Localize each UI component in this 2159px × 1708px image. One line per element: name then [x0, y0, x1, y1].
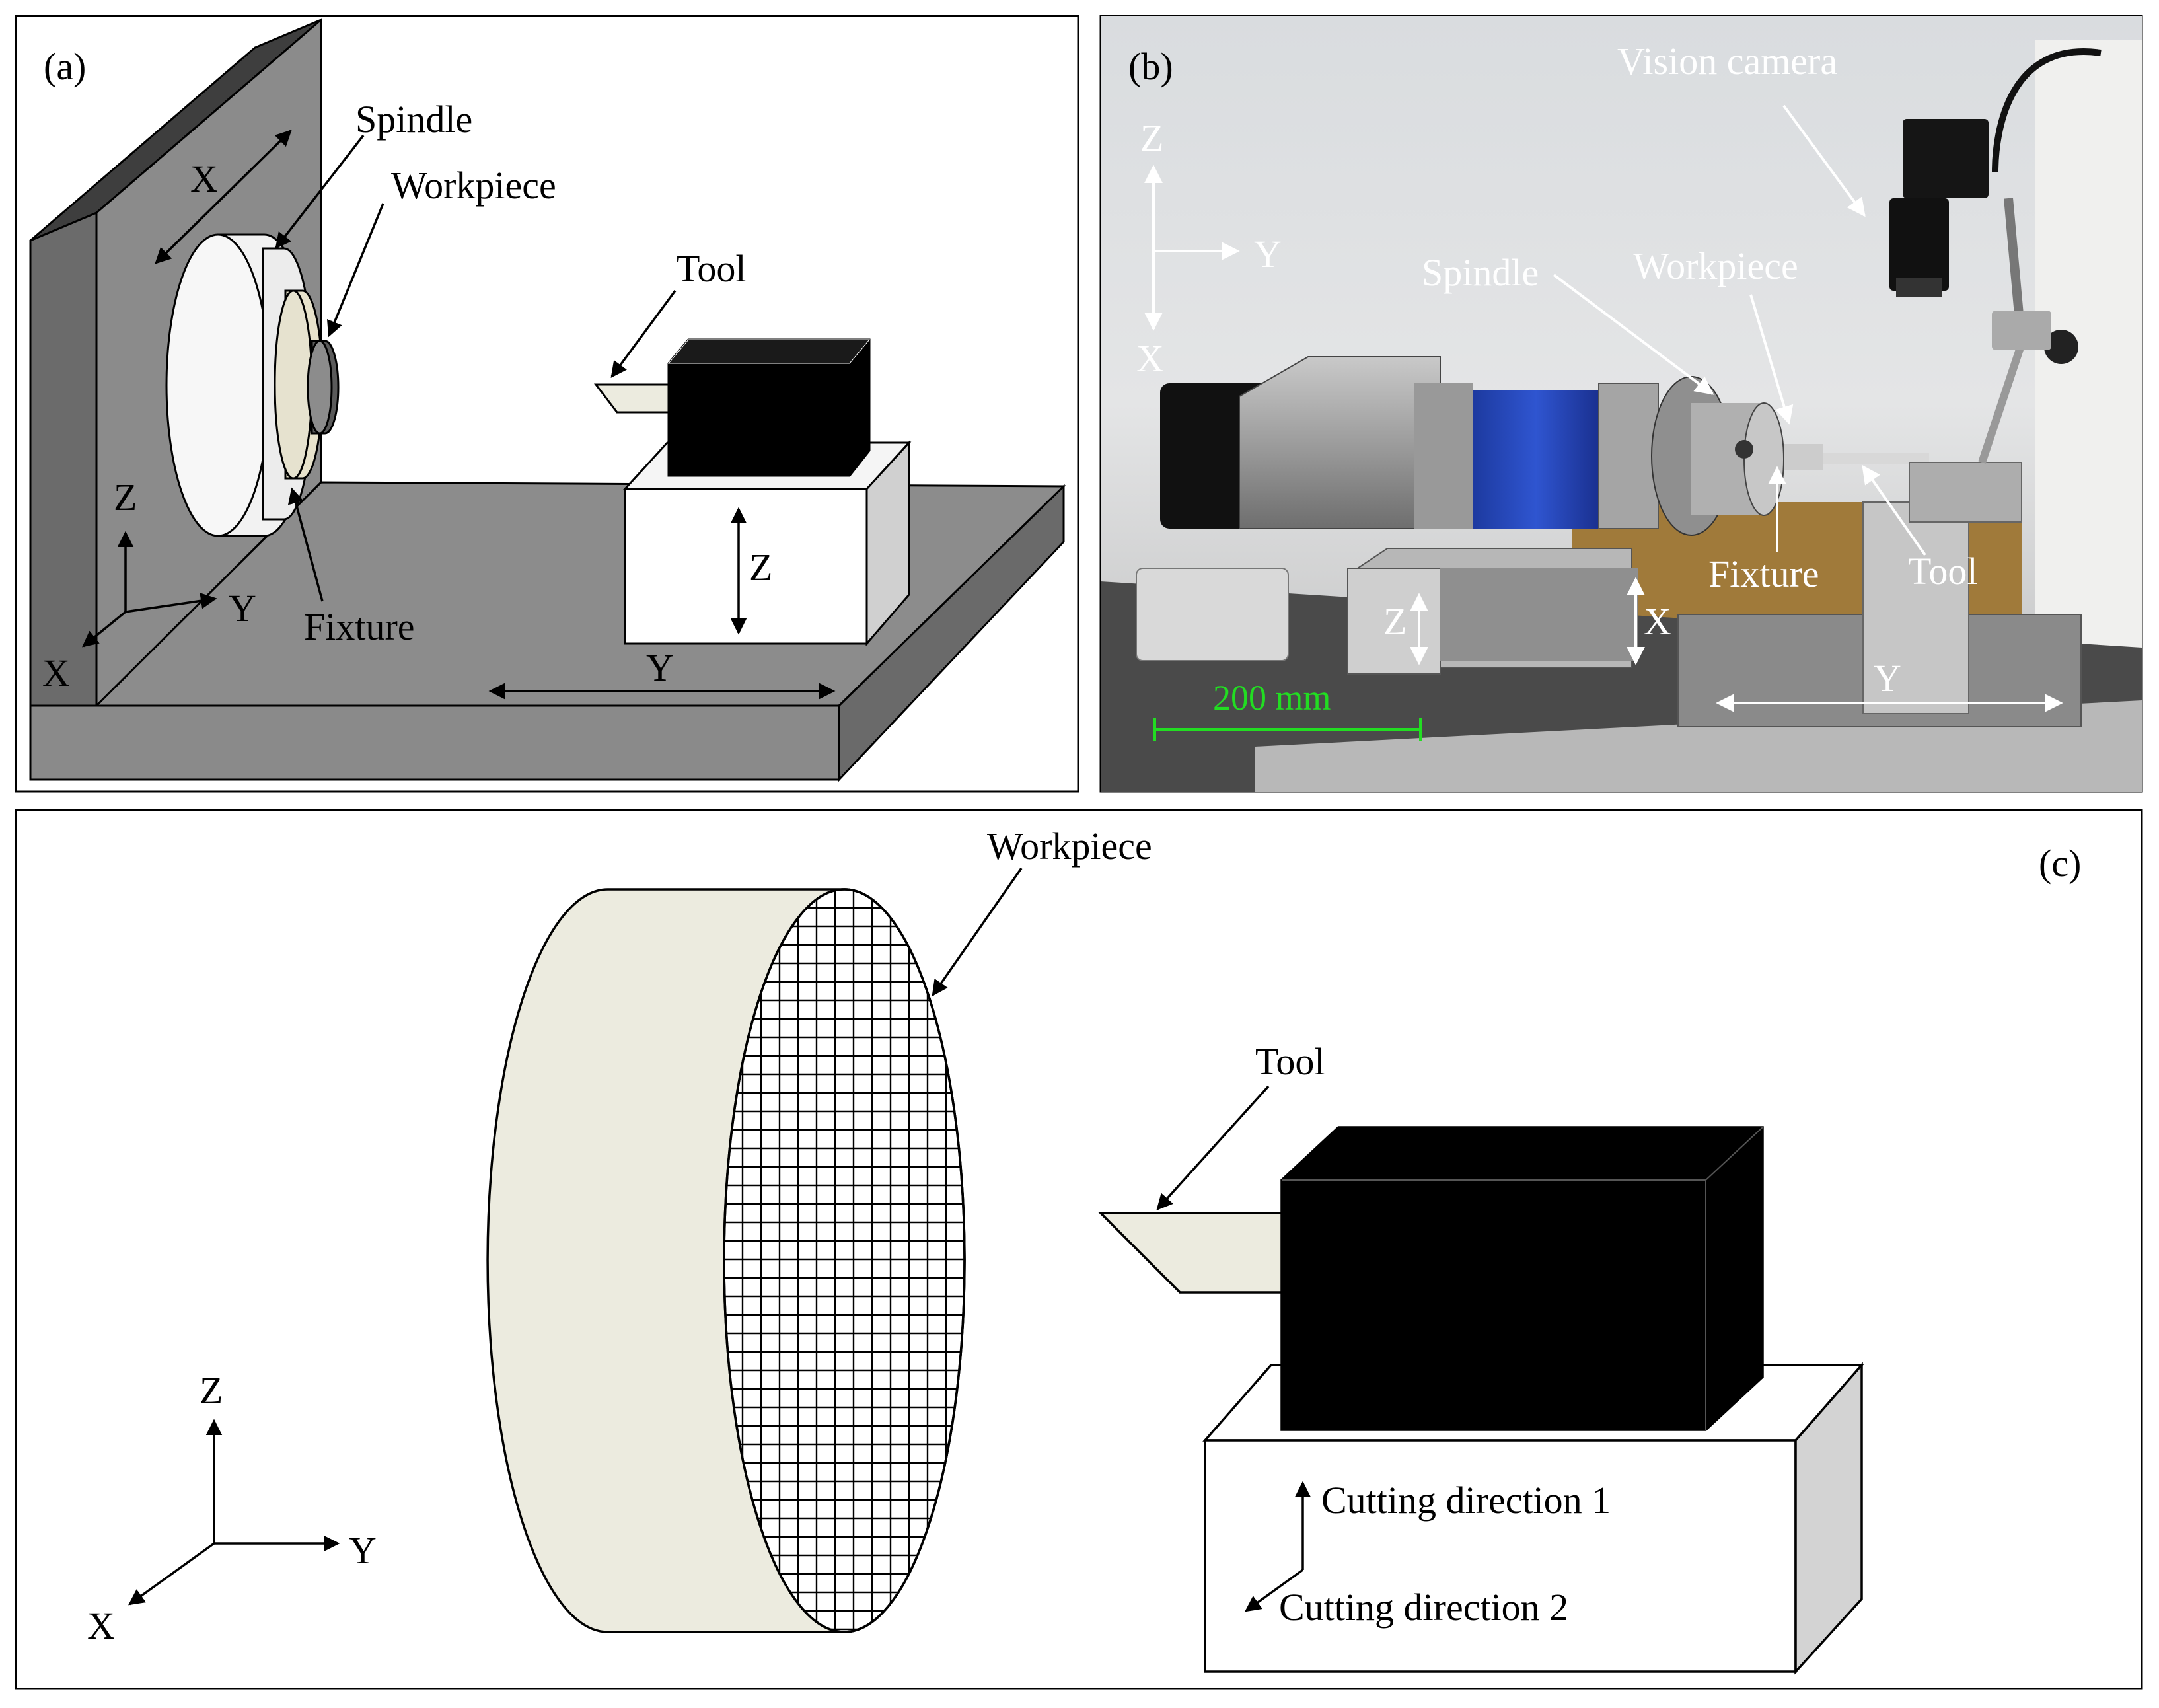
leader-tool [610, 289, 677, 378]
cut-dir-2-arrow [1245, 1569, 1304, 1612]
spindle-housing [1473, 390, 1599, 529]
c-tool-holder-block [1280, 1126, 1764, 1431]
c-stage-front [1204, 1439, 1797, 1673]
label-tool: Tool [677, 247, 747, 290]
label-workpiece: Workpiece [391, 164, 556, 207]
leader-b-tool [1862, 464, 1926, 556]
c-coord-x-arrow [128, 1542, 215, 1606]
tool-stage [593, 338, 912, 647]
label-b-spindle: Spindle [1422, 251, 1539, 294]
leader-c-tool [1156, 1085, 1270, 1210]
base-front-face [29, 704, 840, 781]
panel-c: Workpiece Tool Cutting direction 1 Cutti… [15, 809, 2143, 1690]
servo-motor [1136, 568, 1289, 661]
leader-vision-camera [1782, 104, 1866, 217]
label-b-stage-z: Z [1383, 600, 1407, 643]
tool-insert [593, 383, 670, 414]
vision-camera-body [1903, 119, 1989, 198]
label-vision-camera: Vision camera [1617, 40, 1837, 83]
panel-b-tag: (b) [1128, 45, 1173, 88]
panel-a-tag: (a) [44, 45, 86, 88]
leader-workpiece [327, 203, 384, 338]
label-cut-dir-2: Cutting direction 2 [1279, 1586, 1568, 1629]
spindle-disc [165, 233, 271, 537]
leader-b-spindle [1553, 274, 1714, 395]
label-b-fixture: Fixture [1708, 552, 1819, 595]
label-b-rail-y: Y [1874, 657, 1901, 700]
label-b-coord-y: Y [1254, 233, 1282, 276]
label-axis-x-top: X [190, 157, 218, 200]
coord-y-arrow [125, 593, 217, 613]
base-side-face [838, 484, 1065, 782]
label-c-workpiece: Workpiece [987, 825, 1152, 868]
label-b-coord-z: Z [1140, 116, 1163, 159]
c-tool-stage [1097, 1126, 1864, 1675]
label-b-stage-x: X [1644, 600, 1671, 643]
stage-side [865, 440, 910, 647]
photo-scene [1101, 16, 2142, 792]
label-b-coord-x: X [1136, 337, 1164, 380]
workpiece-disc [486, 888, 966, 1633]
c-stage-side [1794, 1362, 1863, 1675]
label-cut-dir-1: Cutting direction 1 [1321, 1479, 1611, 1522]
label-c-coord-z: Z [200, 1369, 223, 1412]
wall-side-face [29, 211, 98, 707]
label-c-coord-x: X [87, 1604, 115, 1647]
label-fixture: Fixture [304, 605, 415, 648]
label-spindle: Spindle [355, 98, 472, 141]
panel-a: X Spindle Workpiece Tool Fixture Z Y Z Y… [15, 15, 1080, 793]
spindle-assembly [165, 233, 340, 537]
label-coord-y: Y [229, 587, 256, 630]
stage-front [624, 488, 868, 645]
label-b-tool: Tool [1908, 550, 1978, 593]
label-rail-y: Y [646, 646, 674, 689]
panel-b: Vision camera Spindle Workpiece Fixture … [1099, 15, 2143, 793]
label-scale-bar: 200 mm [1213, 678, 1331, 718]
label-stage-z: Z [749, 546, 772, 589]
leader-spindle [275, 134, 365, 249]
label-c-coord-y: Y [349, 1529, 377, 1572]
label-c-tool: Tool [1255, 1040, 1325, 1083]
leader-fixture [287, 487, 324, 602]
label-b-workpiece: Workpiece [1633, 244, 1798, 287]
c-tool-insert [1097, 1212, 1283, 1294]
leader-c-workpiece [932, 867, 1023, 997]
leader-b-workpiece [1749, 294, 1794, 425]
label-coord-x: X [42, 651, 70, 694]
panel-c-tag: (c) [2039, 842, 2081, 885]
axis-x-arrow [155, 130, 292, 264]
coord-x-arrow [82, 611, 127, 648]
label-coord-z: Z [114, 476, 137, 519]
